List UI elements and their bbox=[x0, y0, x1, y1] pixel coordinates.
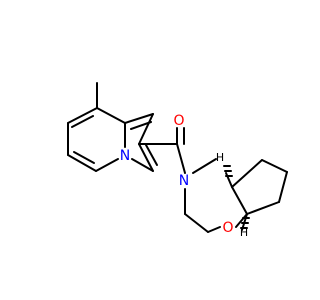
bond-o-c7a bbox=[235, 213, 248, 228]
stereo-h-bottom-label: H bbox=[240, 226, 248, 239]
bond-c5-n4 bbox=[95, 158, 119, 172]
bond-n-c4a bbox=[192, 158, 217, 174]
bond-c6-c7 bbox=[278, 171, 288, 203]
bond-c2-c3-inner bbox=[145, 144, 158, 166]
bond-c6-c5-inner bbox=[73, 151, 95, 164]
bond-c2-c3 bbox=[138, 143, 154, 172]
bond-carbonyl-n bbox=[176, 143, 186, 174]
stereo-hash-bottom bbox=[240, 213, 250, 231]
bond-c4a-c5 bbox=[231, 159, 263, 188]
bond-c7-c7a bbox=[246, 201, 280, 215]
bond-c2m-o bbox=[207, 226, 221, 233]
bond-c3-c2m bbox=[184, 213, 209, 233]
bond-c1-c2 bbox=[138, 113, 154, 145]
bond-c8a-c8 bbox=[96, 107, 126, 124]
molecule-diagram: O O N N H H bbox=[67, 82, 288, 239]
indolizine-nitrogen-label: N bbox=[120, 148, 130, 164]
bond-c5-c6 bbox=[261, 159, 288, 173]
stereo-h-top-label: H bbox=[216, 151, 224, 164]
bond-c8a-c1 bbox=[124, 113, 154, 124]
bond-c6-c5 bbox=[67, 154, 97, 172]
bond-c3-n4 bbox=[131, 158, 154, 172]
amide-nitrogen-label: N bbox=[179, 173, 189, 189]
bond-c8-c7 bbox=[67, 107, 98, 124]
structure-drawing: O O N N H H bbox=[67, 82, 288, 239]
stereo-hash-top bbox=[223, 165, 233, 188]
ring-oxygen-label: O bbox=[222, 220, 233, 236]
bond-c7a-c4a bbox=[231, 186, 248, 215]
bond-c8-c7-inner bbox=[71, 115, 94, 128]
carbonyl-oxygen-label: O bbox=[173, 113, 184, 129]
